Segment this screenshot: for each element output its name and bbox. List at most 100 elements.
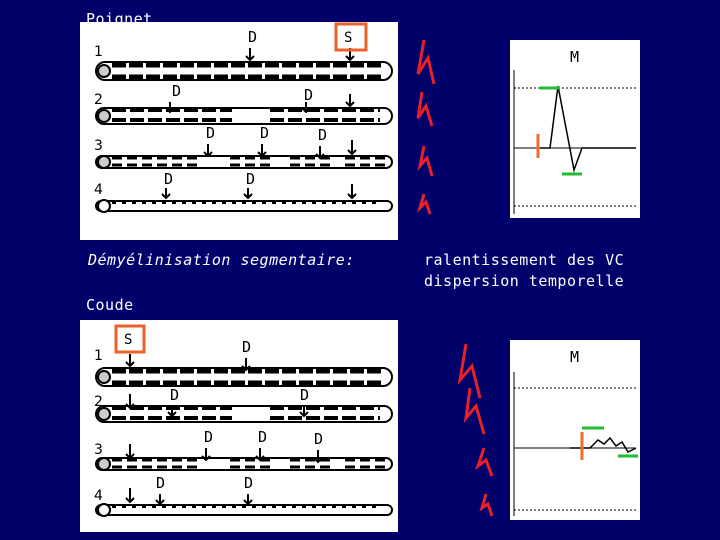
fiber-row-3 (95, 457, 393, 471)
cell-body (97, 457, 111, 471)
cell-body (97, 64, 111, 78)
demyelination-mark: D (172, 82, 181, 100)
fiber-number-2: 2 (94, 394, 103, 410)
elbow-fiber-rows (95, 367, 393, 517)
down-arrow-icon (257, 144, 267, 158)
down-arrow-icon (347, 140, 357, 156)
elbow-muscle-response-panel: M (510, 340, 640, 520)
demyelination-mark: D (244, 474, 253, 492)
down-arrow-icon (243, 494, 253, 506)
myelin-segments (112, 62, 382, 80)
fiber-row-4 (95, 199, 393, 213)
demyelination-mark: D (170, 386, 179, 404)
fiber-row-1 (95, 367, 393, 387)
down-arrow-icon (161, 188, 171, 200)
down-arrow-icon (243, 188, 253, 200)
fiber-row-4 (95, 503, 393, 517)
down-arrow-icon (299, 406, 309, 418)
stimulation-box (334, 22, 368, 52)
demyelination-mark: D (246, 170, 255, 188)
down-arrow-icon (155, 494, 165, 506)
down-arrow-icon (315, 146, 325, 160)
demyelination-mark: D (156, 474, 165, 492)
down-arrow-icon (347, 184, 357, 200)
wrist-muscle-response-panel: M (510, 40, 640, 218)
down-arrow-icon (245, 48, 255, 62)
down-arrow-icon (167, 406, 177, 418)
wrist-fiber-svg: 1 2 3 4 D D D D D D D D (94, 22, 393, 213)
down-arrow-icon (125, 394, 135, 410)
myelin-segments (112, 156, 385, 167)
axon-sheath (95, 155, 393, 169)
dispersed-waveform (570, 436, 637, 453)
demyelination-mark: D (300, 386, 309, 404)
lightning-bolt-icon (479, 493, 494, 517)
demyelination-mark: D (206, 124, 215, 142)
stimulation-box (114, 324, 146, 354)
wrist-demyelination-marks: D D D D D D D D (164, 28, 327, 188)
stimulation-mark: S (124, 332, 132, 348)
demyelination-label: Démyélinisation segmentaire: (88, 251, 355, 269)
wrist-fiber-rows (95, 61, 393, 213)
myelin-segments (112, 368, 382, 386)
myelin-segments (112, 458, 385, 469)
lightning-bolt-icon (463, 387, 486, 435)
fiber-number-4: 4 (94, 182, 103, 198)
lightning-bolt-icon (416, 91, 434, 127)
wrist-fiber-numbers: 1 2 3 4 (94, 44, 103, 198)
down-arrow-icon (201, 448, 211, 462)
lightning-bolt-icon (416, 39, 436, 85)
muscle-mark: M (570, 348, 579, 366)
demyelination-mark: D (260, 124, 269, 142)
elbow-fiber-svg: 1 2 3 4 S D D D D D D D D (94, 324, 393, 517)
cell-body (97, 109, 111, 123)
demyelination-mark: D (242, 338, 251, 356)
cell-body (97, 155, 111, 169)
down-arrow-icon (255, 448, 265, 462)
down-arrow-icon (125, 444, 135, 460)
fiber-row-1 (95, 61, 393, 81)
elbow-fiber-diagram: 1 2 3 4 S D D D D D D D D (80, 320, 398, 532)
wrist-stimulation-marker: S (334, 22, 368, 52)
fiber-number-3: 3 (94, 138, 103, 154)
fiber-number-4: 4 (94, 488, 103, 504)
demyelination-mark: D (164, 170, 173, 188)
fiber-number-1: 1 (94, 348, 103, 364)
axon-sheath (95, 504, 393, 516)
lightning-bolt-icon (475, 447, 494, 477)
down-arrow-icon (345, 94, 355, 108)
fiber-number-1: 1 (94, 44, 103, 60)
lightning-bolt-icon (417, 145, 434, 177)
axon-sheath (95, 200, 393, 212)
lightning-bolt-icon (416, 193, 432, 215)
demyelination-mark: D (304, 86, 313, 104)
wrist-fiber-diagram: 1 2 3 4 D D D D D D D D (80, 22, 398, 240)
temporal-dispersion-label: dispersion temporelle (424, 272, 625, 290)
down-arrow-icon (301, 102, 311, 114)
down-arrow-icon (165, 102, 175, 114)
elbow-stimulation-marker: S (114, 324, 146, 354)
elbow-arrows (125, 354, 323, 506)
wrist-signal-column (416, 39, 436, 215)
fiber-row-2 (95, 405, 393, 423)
demyelination-mark: D (248, 28, 257, 46)
demyelination-mark: D (204, 428, 213, 446)
wrist-response-svg: M (513, 48, 636, 214)
fiber-row-2 (95, 107, 393, 125)
elbow-demyelination-marks: D D D D D D D D (156, 338, 323, 492)
stimulation-mark: S (344, 30, 352, 46)
muscle-mark: M (570, 48, 579, 66)
cell-body (97, 503, 111, 517)
cell-body (97, 199, 111, 213)
wrist-arrows (161, 48, 357, 200)
down-arrow-icon (313, 450, 323, 464)
demyelination-mark: D (314, 430, 323, 448)
fiber-row-3 (95, 155, 393, 169)
down-arrow-icon (241, 358, 251, 372)
down-arrow-icon (125, 488, 135, 504)
lightning-bolt-icon (457, 343, 482, 399)
fiber-number-3: 3 (94, 442, 103, 458)
cell-body (97, 407, 111, 421)
elbow-signal-column (457, 343, 494, 517)
conduction-slowing-label: ralentissement des VC (424, 251, 625, 269)
